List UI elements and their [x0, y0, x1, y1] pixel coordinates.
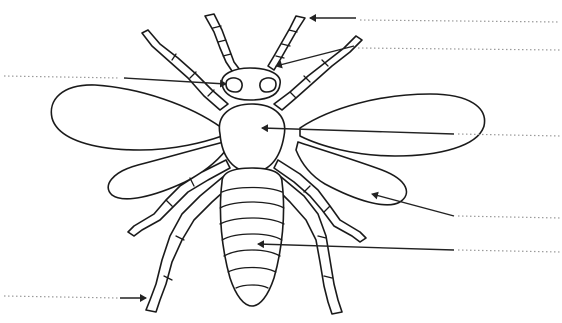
answer-line-7	[4, 296, 118, 298]
left-antenna	[205, 14, 240, 74]
answer-line-2	[358, 48, 560, 50]
right-antenna	[268, 16, 305, 70]
abdomen	[220, 168, 284, 306]
head	[222, 68, 280, 100]
leader-abdomen	[258, 244, 454, 250]
answer-line-1	[360, 20, 560, 22]
label-leaders	[4, 18, 560, 298]
answer-line-6	[458, 250, 560, 252]
right-forewing	[300, 94, 485, 156]
antennae	[205, 14, 305, 74]
answer-line-3	[4, 76, 120, 78]
thorax	[219, 104, 284, 172]
right-eye	[260, 78, 276, 92]
left-forewing	[51, 85, 222, 150]
left-eye	[226, 78, 242, 92]
leader-head	[124, 78, 226, 84]
left-hind-leg	[146, 176, 232, 312]
answer-line-5	[458, 216, 560, 218]
